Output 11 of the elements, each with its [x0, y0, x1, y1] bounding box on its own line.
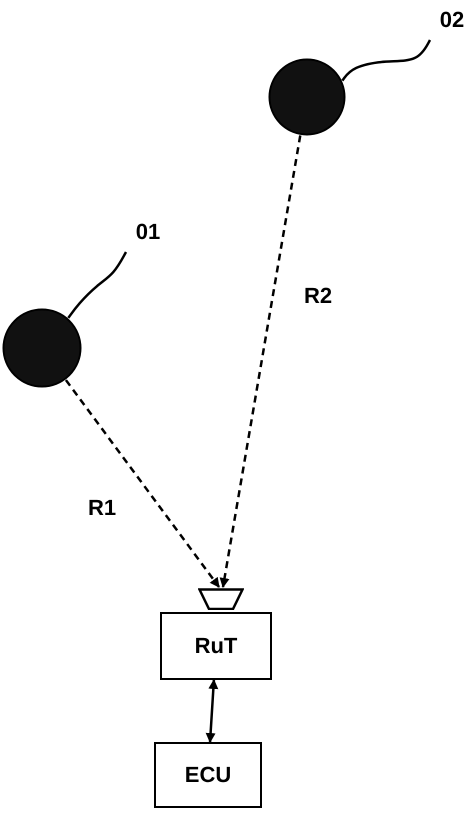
box-label: RuT	[194, 635, 238, 657]
leader-line	[67, 251, 128, 319]
double-arrow	[206, 679, 218, 743]
process-box	[154, 742, 262, 808]
callout-number: 01	[136, 221, 160, 243]
arrow	[64, 379, 220, 588]
arrow	[220, 135, 302, 588]
box-label: ECU	[184, 764, 232, 786]
process-box	[160, 612, 272, 680]
callout-number: 02	[440, 9, 464, 31]
leader-line	[341, 39, 432, 82]
